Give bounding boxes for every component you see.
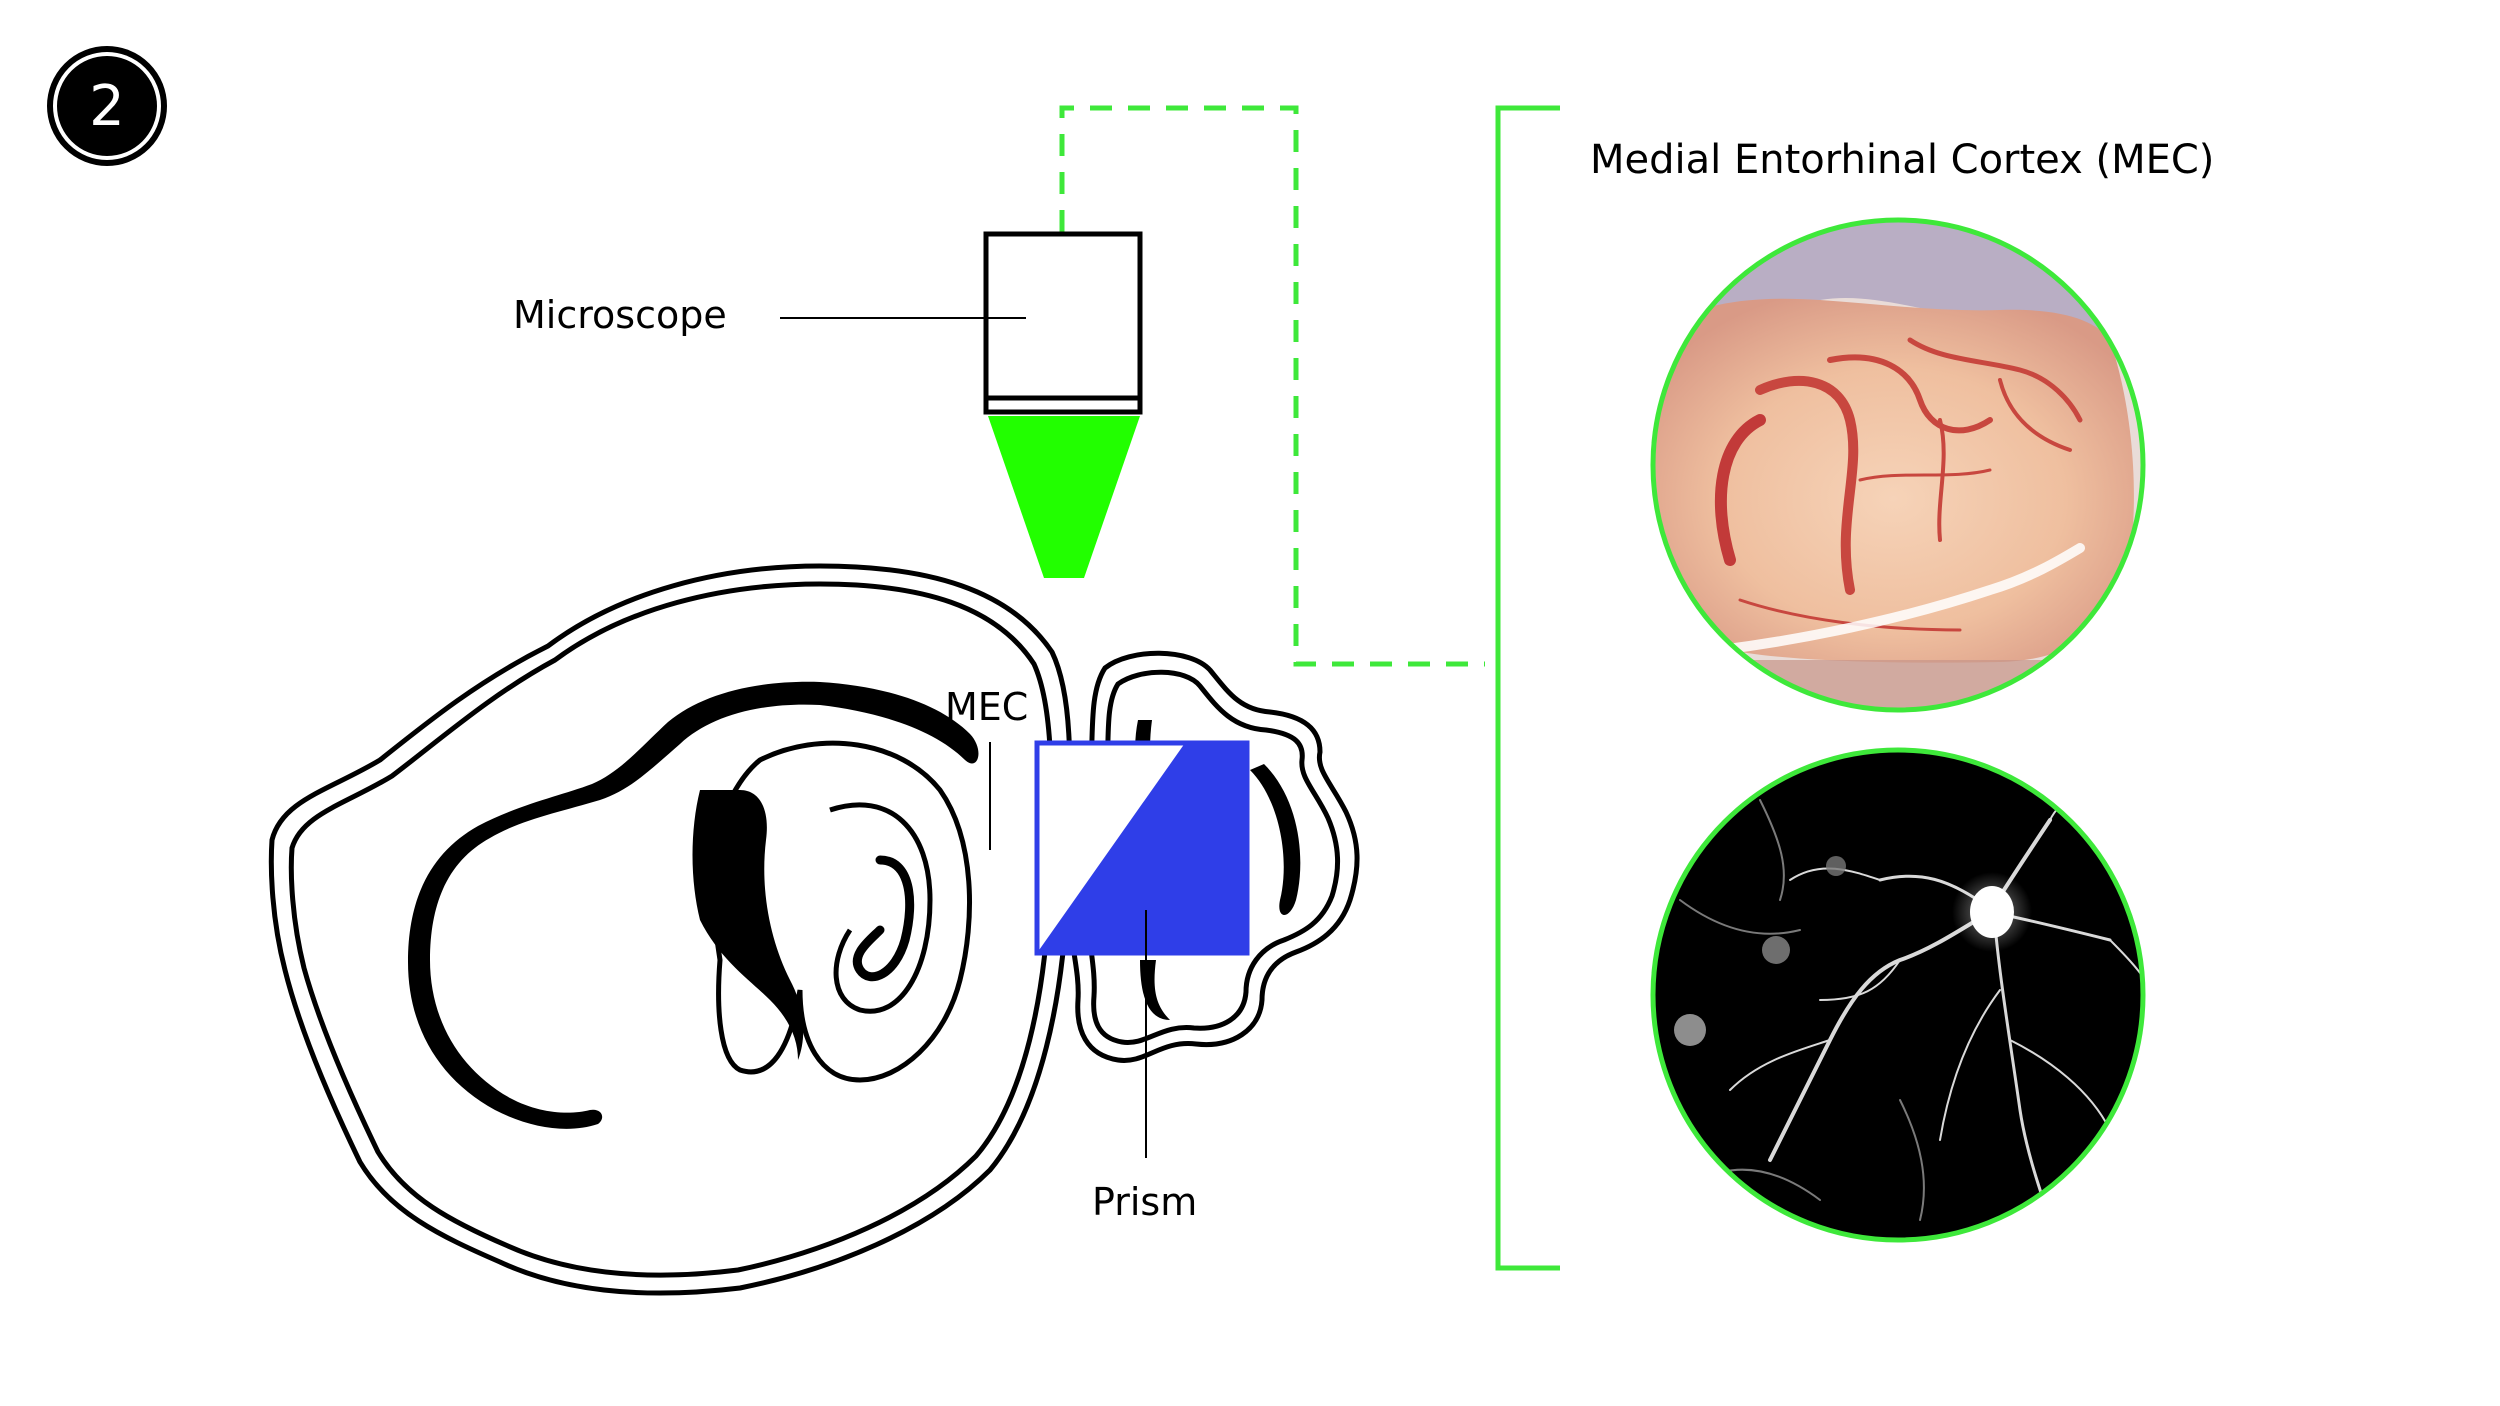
- tissue-image-frame: [1650, 217, 2146, 713]
- hippocampus-loop-1: [829, 802, 933, 1014]
- step-number: 2: [89, 74, 125, 139]
- neuron-fluorescence-image: [1653, 750, 2143, 1240]
- hippocampus-loop-2: [853, 855, 915, 982]
- cerebellum-folia-2: [1140, 960, 1170, 1020]
- prism-label: Prism: [1092, 1180, 1197, 1224]
- neuron-image-frame: [1650, 747, 2146, 1243]
- prism-icon: [1034, 740, 1250, 956]
- hippocampus-dark-band: [692, 790, 804, 1060]
- white-matter-tract: [408, 681, 979, 1129]
- light-path: [1059, 105, 1485, 667]
- microscope-objective-icon: [983, 231, 1143, 578]
- panel-bracket: [1495, 105, 1560, 1271]
- mec-label: MEC: [945, 685, 1028, 729]
- panel-title: Medial Entorhinal Cortex (MEC): [1590, 137, 2214, 183]
- cerebellum-folia-1: [1250, 764, 1301, 915]
- step-badge: 2: [47, 46, 167, 166]
- microscope-label: Microscope: [513, 293, 727, 337]
